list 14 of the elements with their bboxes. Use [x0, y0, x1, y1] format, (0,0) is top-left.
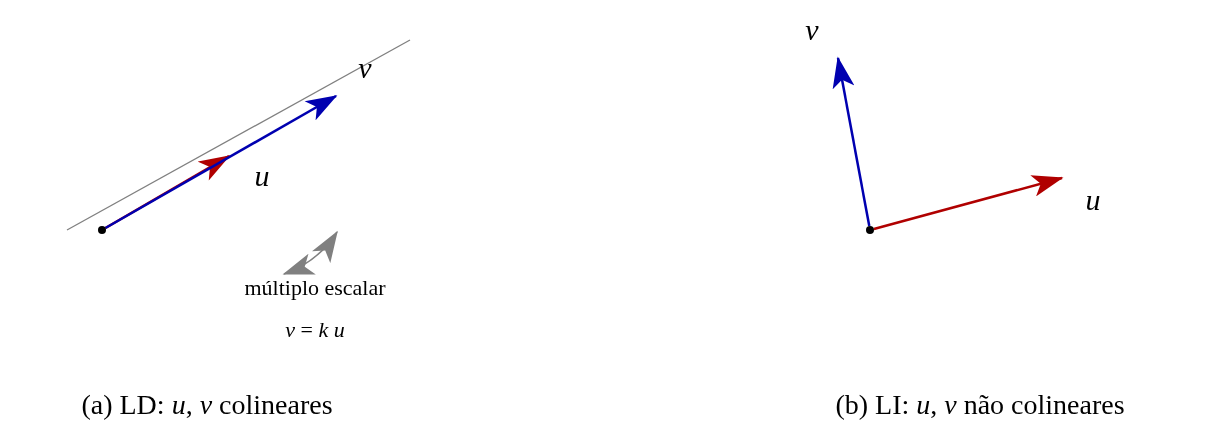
- origin-point: [866, 226, 874, 234]
- subfigure-caption: (a) LD: u, v colineares: [81, 389, 333, 421]
- vector-arrow: [873, 175, 1064, 231]
- vector-label: u: [254, 159, 270, 193]
- equation: v = k u: [285, 317, 345, 343]
- vector-label: v: [358, 51, 372, 85]
- origin-point: [98, 226, 106, 234]
- vector-label: u: [1085, 183, 1101, 217]
- annotation-text: múltiplo escalar: [244, 275, 386, 301]
- vector-arrow: [832, 56, 871, 227]
- vector-arrow: [104, 94, 338, 230]
- subfigure-caption: (b) LI: u, v não colineares: [835, 389, 1125, 421]
- vector-label: v: [805, 13, 819, 47]
- vector-arrow: [104, 154, 231, 230]
